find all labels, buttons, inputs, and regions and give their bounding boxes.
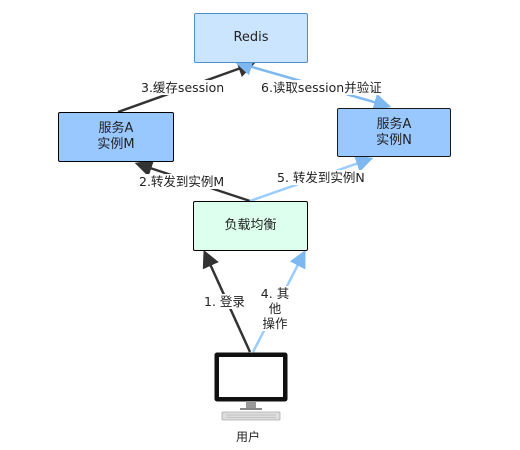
edge-label-step4-line2: 操作 [262,316,288,331]
redis-label: Redis [233,30,269,45]
edge-label-step5: 5. 转发到实例N [277,170,365,185]
edge-label-step3: 3.缓存session [141,80,225,95]
service-m-line2: 实例M [97,137,135,152]
service-n-line2: 实例N [376,132,412,148]
service-instance-n-node: 服务A 实例N [337,108,451,157]
service-m-line1: 服务A [98,121,134,136]
edge-label-step4-line1: 4. 其他 [260,286,290,316]
user-label: 用户 [236,430,261,444]
edge-label-step4: 4. 其他 操作 [258,286,292,331]
computer-monitor-icon [214,352,288,421]
edge-label-step6: 6.读取session并验证 [261,80,382,95]
edge-label-step1: 1. 登录 [204,294,245,309]
service-n-line1: 服务A [376,116,412,132]
redis-node: Redis [194,13,308,63]
service-instance-m-node: 服务A 实例M [58,112,174,162]
edge-label-step2: 2.转发到实例M [139,174,225,189]
load-balancer-node: 负载均衡 [193,201,308,251]
load-balancer-label: 负载均衡 [224,218,277,233]
